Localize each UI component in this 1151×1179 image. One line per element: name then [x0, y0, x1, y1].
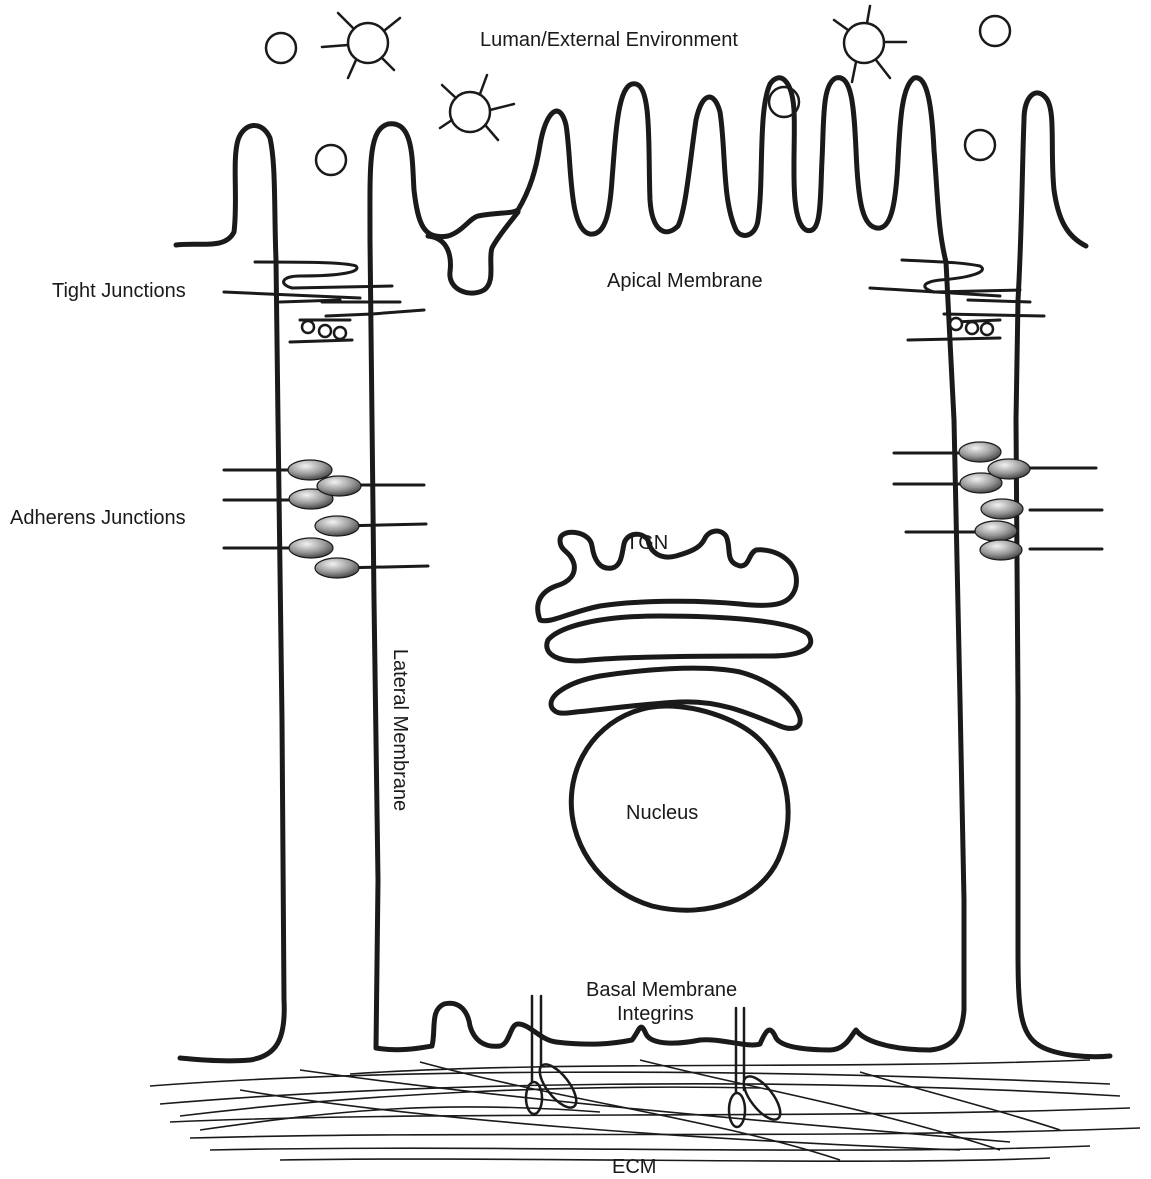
tight-junctions-label: Tight Junctions: [52, 281, 186, 301]
ecm-label: ECM: [612, 1157, 656, 1177]
central-cell-membrane: [370, 78, 964, 1050]
nucleus-label: Nucleus: [626, 803, 698, 823]
left-cell-outer-membrane: [176, 125, 284, 1060]
tight-junction-left: [224, 262, 424, 342]
lumen-vesicle: [965, 130, 995, 160]
pathogen: [322, 13, 400, 78]
integrin-left: [526, 996, 583, 1114]
lumen-label: Luman/External Environment: [480, 30, 738, 50]
tgn: [538, 531, 811, 728]
pathogen: [834, 6, 906, 82]
right-cell-outer-membrane: [1016, 93, 1110, 1057]
adherens-junction-left: [224, 460, 428, 578]
lumen-vesicle: [316, 145, 346, 175]
ecm-fibers: [150, 1060, 1140, 1161]
lumen-vesicle: [266, 33, 296, 63]
lumen-vesicle: [980, 16, 1010, 46]
basal-membrane-label: Basal Membrane: [586, 980, 737, 1000]
tgn-label: TGN: [626, 533, 668, 553]
apical-membrane-label: Apical Membrane: [607, 271, 763, 291]
lateral-membrane-label: Lateral Membrane: [390, 640, 410, 820]
pathogen: [440, 75, 514, 140]
adherens-junctions-label: Adherens Junctions: [10, 508, 186, 528]
adherens-junction-right: [894, 442, 1102, 560]
apical-fold: [428, 212, 518, 293]
integrins-label: Integrins: [617, 1004, 694, 1024]
integrin-right: [729, 1008, 787, 1127]
